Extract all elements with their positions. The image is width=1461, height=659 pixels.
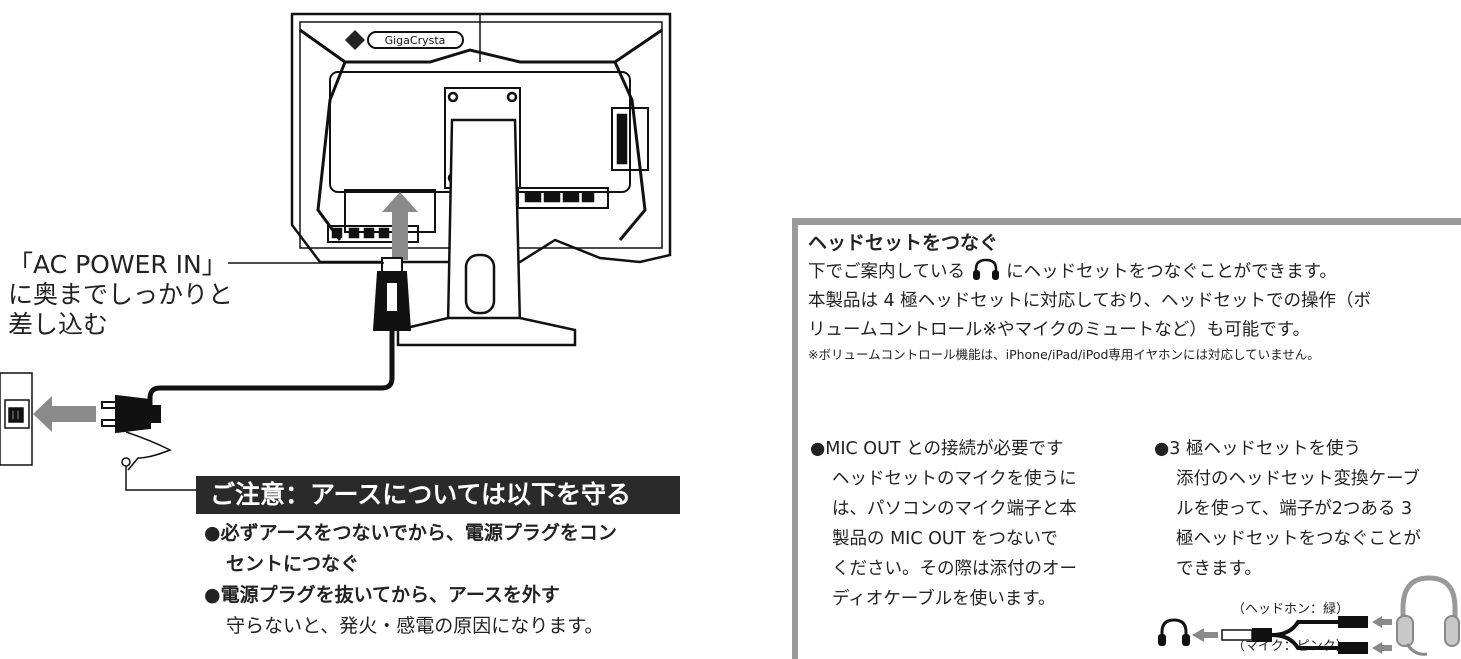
panel-top-rule <box>792 218 1461 225</box>
callout-line-2: に奥までしっかりと <box>8 280 234 309</box>
mic-out-section: ●MIC OUT との接続が必要です ヘッドセットのマイクを使うに は、パソコン… <box>810 434 1140 614</box>
caution-item-1a: ●必ずアースをつないでから、電源プラグをコン <box>204 522 617 544</box>
cable-arrow-left <box>1192 628 1204 642</box>
callout-line-3: 差し込む <box>8 310 109 339</box>
outlet-arrow <box>33 396 96 432</box>
caution-item-1b: セントにつなぐ <box>226 553 360 575</box>
caution-note: 守らないと、発火・感電の原因になります。 <box>226 615 604 637</box>
headphone-label: （ヘッドホン：緑） <box>1232 602 1350 617</box>
three-pole-section: ●3 極ヘッドセットを使う 添付のヘッドセット変換ケーブ ルを使って、端子が2つ… <box>1154 434 1454 584</box>
earth-wire <box>125 431 172 471</box>
mic-out-line: 製品の MIC OUT をつないで <box>832 529 1058 549</box>
caution-title: ご注意：アースについては以下を守る <box>196 476 680 514</box>
headset-jack-icon <box>1160 618 1188 640</box>
callout-line-1: 「AC POWER IN」 <box>8 250 227 279</box>
mic-out-line: は、パソコンのマイク端子と本 <box>832 499 1077 519</box>
adapter-plug <box>1221 629 1253 641</box>
headset-picture <box>1396 575 1460 656</box>
power-plug <box>101 394 161 434</box>
headset-line-1: 下でご案内している にヘッドセットをつなぐことができます。 <box>808 258 1458 287</box>
three-pole-line: ルを使って、端子が2つある 3 <box>1176 499 1413 519</box>
headset-panel: ヘッドセットをつなぐ 下でご案内している にヘッドセットをつなぐことができます。… <box>808 228 1458 365</box>
three-pole-line: 添付のヘッドセット変換ケーブ <box>1176 469 1420 489</box>
mic-out-title: ●MIC OUT との接続が必要です <box>810 439 1064 459</box>
monitor-logo: GigaCrysta <box>385 34 446 47</box>
headset-line-2: 本製品は 4 極ヘッドセットに対応しており、ヘッドセットでの操作（ボ <box>808 291 1372 311</box>
headset-footnote: ※ボリュームコントロール機能は、iPhone/iPad/iPod専用イヤホンには… <box>808 347 1320 362</box>
adapter-cable-illustration <box>1158 616 1392 654</box>
monitor-rear-illustration <box>290 12 672 347</box>
three-pole-title: ●3 極ヘッドセットを使う <box>1154 439 1361 459</box>
ac-power-callout: 「AC POWER IN」 に奥までしっかりと 差し込む <box>8 250 233 340</box>
logo-diamond <box>345 30 365 50</box>
headset-line-1-post: にヘッドセットをつなぐことができます。 <box>1006 262 1337 282</box>
mic-label: （マイク：ピンク） <box>1232 639 1349 654</box>
mic-out-line: ください。その際は添付のオー <box>832 559 1077 579</box>
panel-left-rule <box>792 218 798 659</box>
headphone-jack <box>1338 616 1368 628</box>
power-cable <box>147 330 395 408</box>
caution-body: ●必ずアースをつないでから、電源プラグをコン セントにつなぐ ●電源プラグを抜い… <box>204 518 674 642</box>
headset-title: ヘッドセットをつなぐ <box>808 232 999 254</box>
mic-out-line: ヘッドセットのマイクを使うに <box>832 469 1077 489</box>
ac-plug <box>372 257 412 331</box>
wall-outlet <box>0 372 33 466</box>
mic-out-line: ディオケーブルを使います。 <box>832 589 1056 609</box>
headset-line-1-pre: 下でご案内している <box>808 262 965 282</box>
logo-plate <box>367 31 464 49</box>
three-pole-line: 極ヘッドセットをつなぐことが <box>1176 529 1421 549</box>
caution-item-2: ●電源プラグを抜いてから、アースを外す <box>204 584 560 606</box>
insert-arrow <box>382 192 418 260</box>
headset-icon <box>972 258 999 280</box>
mic-jack <box>1338 642 1368 654</box>
connection-diagram: GigaCrysta <box>0 12 672 491</box>
three-pole-line: できます。 <box>1176 559 1262 579</box>
headset-line-3: リュームコントロール※やマイクのミュートなど）も可能です。 <box>808 320 1311 340</box>
